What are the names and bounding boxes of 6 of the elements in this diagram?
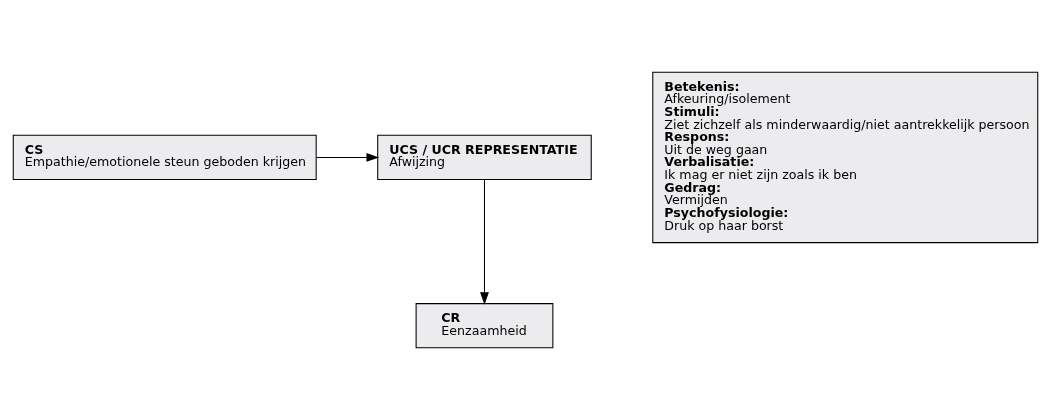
arrow — [315, 153, 380, 162]
node-box: CS Empathie/emotionele steun geboden krijgen — [12, 134, 317, 181]
node-box: UCS / UCR REPRESENTATIE Afwijzing — [377, 134, 592, 181]
node-box: CR Eenzaamheid — [415, 303, 554, 349]
arrow — [480, 179, 489, 305]
node-box: Betekenis: Afkeuring/isolement Stimuli: Ziet zichzelf als minderwaardig/niet aantrekkelijk persoon Respons: Uit de weg gaan Verbalisatie: Ik mag er niet zijn zoals ik ben Gedrag: Vermijden Psychofysiologie: Druk op haar borst — [652, 71, 1039, 244]
